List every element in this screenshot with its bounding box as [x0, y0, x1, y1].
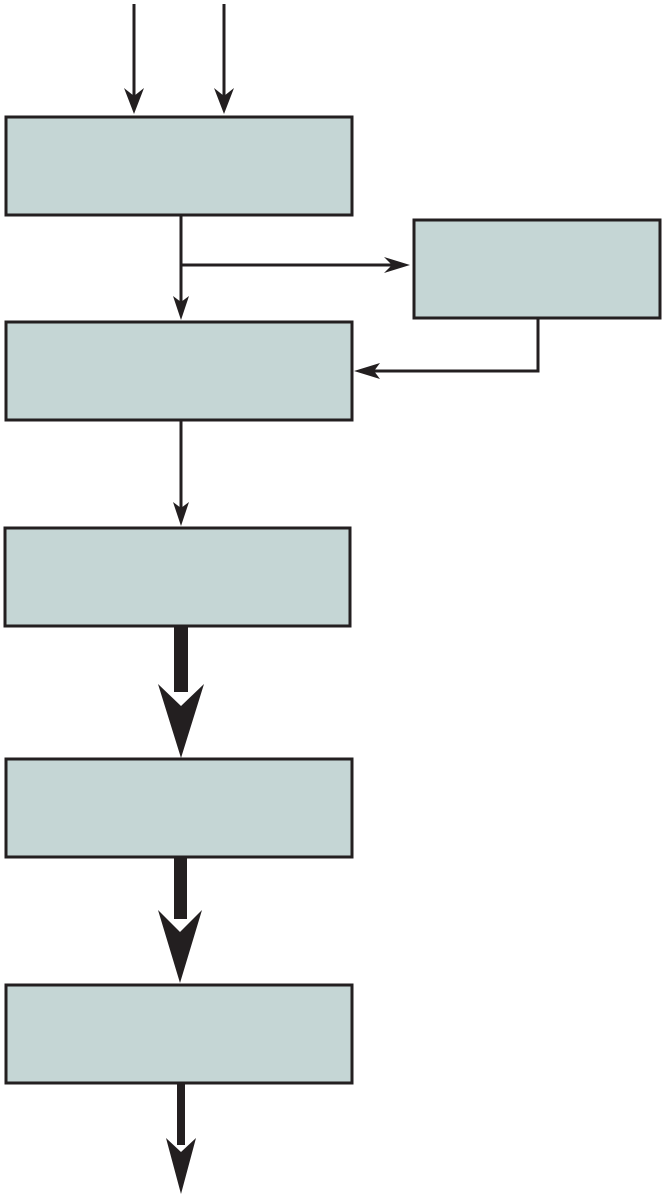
output-arrow — [166, 1083, 196, 1194]
input-arrow-left — [124, 4, 144, 114]
process-box-5 — [4, 983, 354, 1085]
input-arrow-right — [214, 4, 234, 114]
feedback-arrow-side-to-box2 — [354, 318, 540, 379]
process-box-4 — [4, 757, 354, 859]
process-box-2 — [4, 320, 354, 422]
connector-box2-to-box3 — [173, 420, 189, 526]
thick-arrow-box4-to-box5 — [158, 857, 202, 983]
side-box — [412, 218, 662, 320]
connector-box1-to-box2 — [173, 215, 189, 320]
process-box-3 — [3, 526, 352, 628]
branch-arrow-to-side-box — [181, 257, 410, 273]
thick-arrow-box3-to-box4 — [158, 626, 204, 758]
process-box-1 — [4, 115, 354, 217]
